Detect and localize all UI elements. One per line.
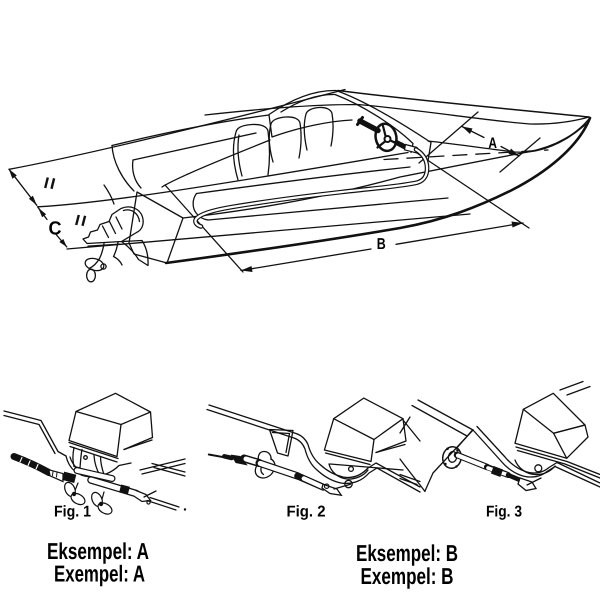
svg-text:Exempel: A: Exempel: A <box>54 561 145 587</box>
svg-text:Exempel: B: Exempel: B <box>361 563 454 589</box>
svg-text:Fig. 3: Fig. 3 <box>486 503 522 520</box>
svg-text:C: C <box>49 219 62 240</box>
svg-text:Eksempel: A: Eksempel: A <box>47 538 149 564</box>
svg-text:B: B <box>377 236 386 253</box>
svg-text:A: A <box>488 135 497 152</box>
svg-text:Fig. 1: Fig. 1 <box>54 503 91 520</box>
svg-text:Eksempel: B: Eksempel: B <box>356 540 458 566</box>
svg-text:Fig. 2: Fig. 2 <box>287 503 326 520</box>
